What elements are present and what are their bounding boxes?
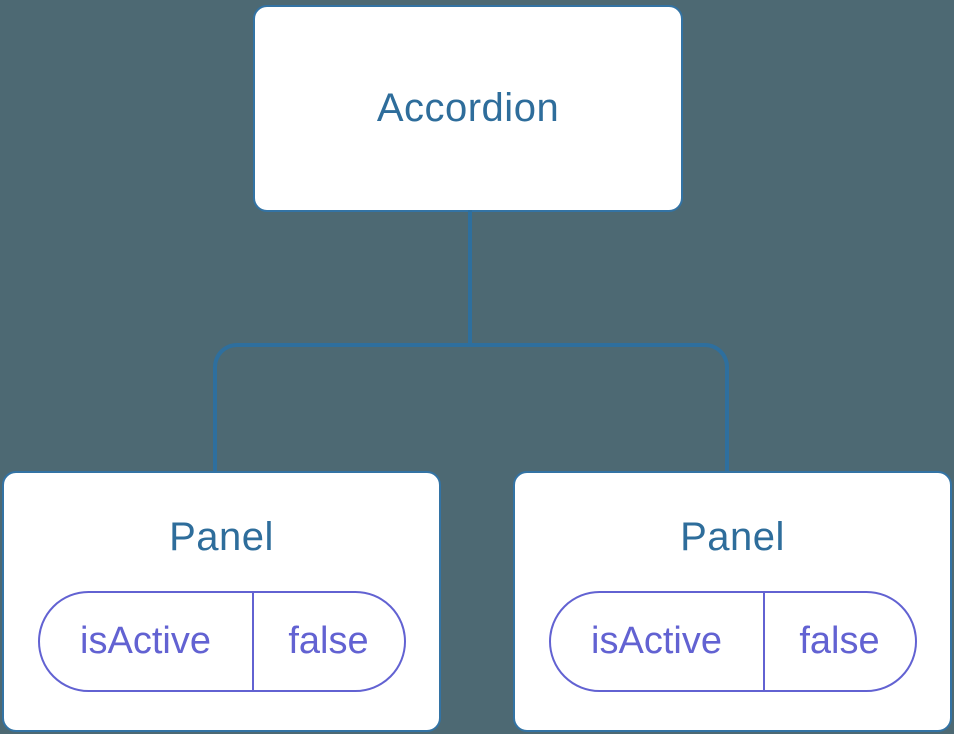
prop-pill-isactive-left: isActive false bbox=[37, 591, 406, 692]
panel-node-left: Panel isActive false bbox=[2, 471, 441, 732]
connector-root-stem bbox=[468, 210, 472, 345]
accordion-node: Accordion bbox=[253, 5, 683, 212]
connector-branch-bracket bbox=[213, 343, 729, 471]
prop-name-label: isActive bbox=[80, 620, 211, 662]
prop-name-label: isActive bbox=[591, 620, 722, 662]
panel-node-right: Panel isActive false bbox=[513, 471, 952, 732]
panel-node-right-label: Panel bbox=[680, 515, 785, 559]
prop-pill-isactive-right: isActive false bbox=[548, 591, 917, 692]
accordion-node-label: Accordion bbox=[376, 86, 560, 130]
panel-node-left-label: Panel bbox=[169, 515, 274, 559]
prop-value-label: false bbox=[251, 593, 404, 690]
prop-value-label: false bbox=[762, 593, 915, 690]
